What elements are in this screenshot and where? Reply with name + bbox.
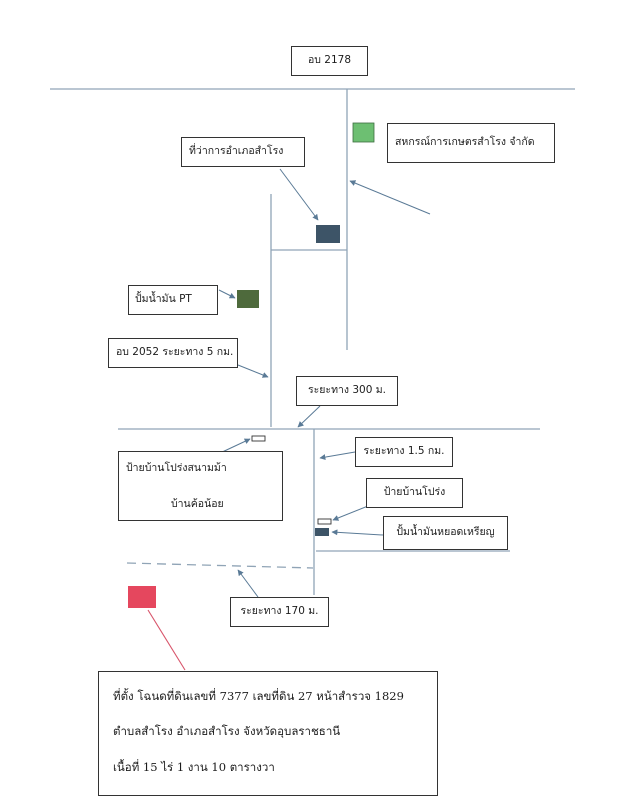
cooperative-marker [352, 122, 375, 143]
arrow-to-main-road [349, 180, 431, 215]
road-2178-label: อบ 2178 [291, 46, 368, 76]
direction-sign-top-text: ป้ายบ้านโปร่งสนามม้า [126, 462, 227, 474]
info-line-location: ตำบลสำโรง อำเภอสำโรง จังหวัดอุบลราชธานี [113, 724, 341, 738]
road-2178-text: อบ 2178 [307, 54, 352, 67]
distance-300m-label: ระยะทาง 300 ม. [296, 376, 398, 406]
road-2052-label: อบ 2052 ระยะทาง 5 กม. [108, 338, 238, 368]
direction-sign-box [118, 451, 283, 521]
road-2052-text: อบ 2052 ระยะทาง 5 กม. [116, 346, 234, 359]
gas-station-marker [315, 528, 329, 536]
sign-marker-top [251, 435, 266, 442]
cooperative-label: สหกรณ์การเกษตรสำโรง จำกัด [387, 123, 555, 163]
arrow-to-office [279, 168, 319, 221]
pt-station-marker [237, 290, 259, 308]
distance-170m-text: ระยะทาง 170 ม. [240, 605, 319, 618]
district-office-text: ที่ว่าการอำเภอสำโรง [189, 145, 284, 158]
property-pointer-line [147, 609, 186, 671]
info-line-area: เนื้อที่ 15 ไร่ 1 งาน 10 ตารางวา [113, 760, 275, 774]
arrow-to-gas-station [331, 529, 384, 536]
property-info-box: ที่ตั้ง โฉนดที่ดินเลขที่ 7377 เลขที่ดิน … [98, 671, 438, 796]
distance-1-5km-label: ระยะทาง 1.5 กม. [355, 437, 453, 467]
property-road [126, 562, 314, 569]
distance-1-5km-text: ระยะทาง 1.5 กม. [363, 445, 445, 458]
info-line-deed: ที่ตั้ง โฉนดที่ดินเลขที่ 7377 เลขที่ดิน … [113, 689, 404, 703]
village-sign-marker [317, 518, 332, 525]
property-marker [128, 586, 156, 608]
arrow-to-pt [218, 289, 236, 299]
cooperative-text: สหกรณ์การเกษตรสำโรง จำกัด [395, 136, 535, 149]
gas-station-label: ปั้มน้ำมันหยอดเหรียญ [383, 516, 508, 550]
pt-station-label: ปั้มน้ำมัน PT [128, 285, 218, 315]
district-office-label: ที่ว่าการอำเภอสำโรง [181, 137, 305, 167]
village-sign-text: ป้ายบ้านโปร่ง [383, 486, 446, 499]
arrow-to-main-road-lower [319, 451, 356, 461]
arrow-to-cross-road [297, 405, 321, 428]
arrow-to-road-2052 [237, 364, 269, 378]
distance-170m-label: ระยะทาง 170 ม. [230, 597, 329, 627]
village-sign-label: ป้ายบ้านโปร่ง [366, 478, 463, 508]
gas-station-text: ปั้มน้ำมันหยอดเหรียญ [396, 526, 495, 539]
distance-300m-text: ระยะทาง 300 ม. [308, 384, 386, 397]
direction-sign-bottom-text: บ้านค้อน้อย [171, 498, 224, 510]
arrow-to-property-road [237, 569, 259, 598]
district-office-marker [316, 225, 340, 243]
pt-station-text: ปั้มน้ำมัน PT [135, 293, 192, 306]
